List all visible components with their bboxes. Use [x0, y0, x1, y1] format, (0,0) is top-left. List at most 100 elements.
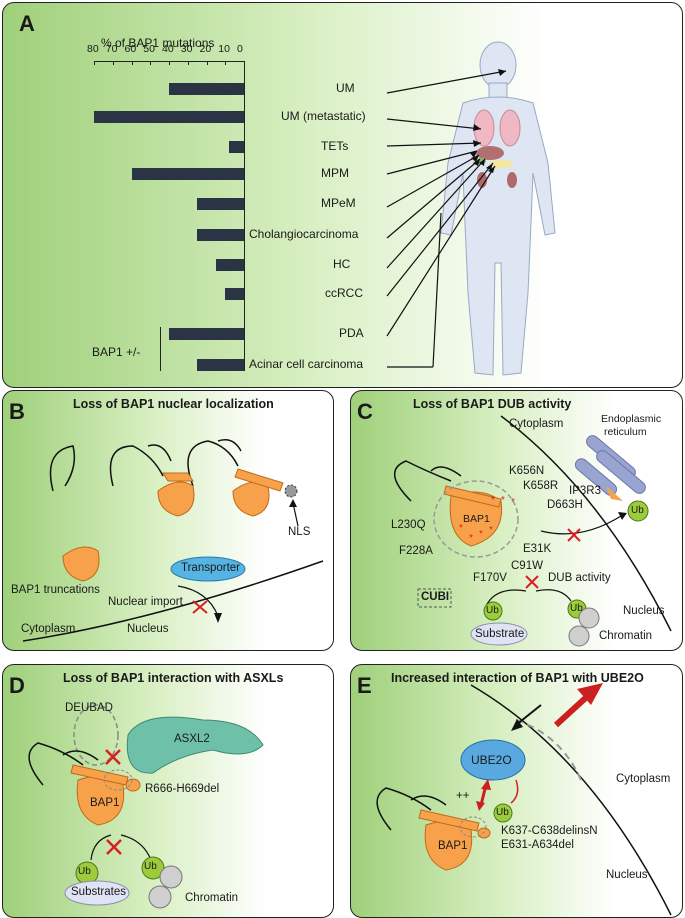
category-label: UM — [336, 81, 355, 95]
ub-label: Ub — [496, 807, 509, 818]
panel-c-diagram: *** **** — [394, 415, 672, 647]
dub-label: DUB activity — [548, 572, 611, 584]
category-label: HC — [333, 257, 351, 271]
panel-b-letter: B — [9, 399, 25, 424]
panel-b-title: Loss of BAP1 nuclear localization — [73, 397, 274, 411]
organs — [473, 109, 521, 188]
svg-text:*: * — [489, 525, 493, 536]
cytoplasm-label: Cytoplasm — [21, 623, 76, 635]
category-label: PDA — [339, 326, 364, 340]
cubi-label: CUBI — [421, 591, 450, 603]
mutation-label: C91W — [511, 560, 543, 572]
asxl-label: ASXL2 — [174, 733, 210, 745]
mutation-label: F170V — [473, 572, 507, 584]
ub-label-2: Ub — [144, 861, 157, 872]
category-label: TETs — [321, 139, 349, 153]
er-label-2: reticulum — [604, 426, 647, 438]
tick-mark — [131, 61, 133, 65]
bar-hc — [215, 259, 244, 271]
category-label: Acinar cell carcinoma — [249, 357, 364, 371]
tick-label: 50 — [143, 43, 155, 55]
tick-label: 40 — [162, 43, 174, 55]
tick-label: 80 — [87, 43, 99, 55]
bar-mpm — [131, 168, 244, 180]
panel-b-diagram — [22, 439, 324, 642]
svg-text:*: * — [501, 495, 505, 506]
nls-label: NLS — [288, 526, 311, 538]
ub-label-1: Ub — [486, 605, 499, 616]
category-label: MPeM — [321, 196, 356, 210]
mutation-label: K656N — [509, 465, 545, 477]
panel-b: B Loss of BAP1 nuclear localization NLS … — [2, 390, 334, 651]
tick-label: 60 — [124, 43, 137, 55]
ub-label-2: Ub — [570, 603, 583, 614]
bap1-trunc-shape-3 — [62, 546, 100, 582]
panel-c-letter: C — [357, 399, 373, 424]
bap1-label: BAP1 — [463, 513, 490, 525]
substrates-label: Substrates — [71, 886, 126, 898]
panel-d: D Loss of BAP1 interaction with ASXLs DE… — [2, 664, 334, 918]
panel-e-title: Increased interaction of BAP1 with UBE2O — [391, 671, 644, 685]
tick-mark — [150, 61, 152, 65]
axis-title: % of BAP1 mutations — [101, 36, 215, 50]
panel-d-diagram — [28, 704, 264, 909]
svg-text:*: * — [511, 497, 515, 508]
tick-label: 70 — [105, 43, 118, 55]
mutation-label-1: K637-C638delinsN — [501, 825, 598, 837]
nucleus-label: Nucleus — [623, 605, 665, 617]
bar-acinar-cell-carcinoma — [197, 359, 244, 371]
nuclear-import-label: Nuclear import — [108, 596, 183, 608]
nucleus-label: Nucleus — [606, 869, 648, 881]
category-label: ccRCC — [325, 286, 363, 300]
svg-text:*: * — [459, 523, 463, 534]
tick-label: 30 — [180, 43, 193, 55]
bap1-group-bracket — [160, 327, 161, 371]
mutation-label: L230Q — [391, 519, 426, 531]
panel-c: C Loss of BAP1 DUB activity *** **** — [350, 390, 683, 651]
panel-d-title: Loss of BAP1 interaction with ASXLs — [63, 671, 284, 685]
mutation-label: K658R — [523, 480, 559, 492]
cytoplasm-label: Cytoplasm — [616, 773, 671, 785]
bar-mpem — [197, 198, 244, 210]
transporter-label: Transporter — [181, 562, 241, 574]
chromatin-label: Chromatin — [185, 892, 239, 904]
er-label: Endoplasmic — [601, 413, 662, 425]
bar-cholangiocarcinoma — [197, 229, 244, 241]
svg-text:*: * — [491, 495, 495, 506]
y-axis-line — [244, 61, 245, 371]
panel-d-letter: D — [9, 673, 25, 698]
bap1-label: BAP1 — [90, 797, 120, 809]
bar-tets — [229, 141, 244, 153]
bar-ccrcc — [225, 288, 244, 300]
tick-mark — [225, 61, 227, 65]
substrate-label: Substrate — [475, 628, 525, 640]
bar-um — [169, 83, 244, 95]
tick-mark — [169, 61, 170, 65]
tick-mark — [206, 61, 208, 65]
plusplus-label: ++ — [456, 790, 470, 802]
tick-label: 10 — [218, 43, 230, 55]
tick-mark — [244, 61, 245, 65]
mutation-stars: *** **** — [459, 495, 515, 544]
ube2o-label: UBE2O — [471, 753, 512, 767]
ip3r3-label: IP3R3 — [569, 485, 601, 497]
tick-label: 20 — [199, 43, 212, 55]
mutation-label-2: E631-A634del — [501, 839, 574, 851]
category-label: MPM — [321, 166, 349, 180]
panel-e-letter: E — [357, 673, 372, 698]
panel-e: E Increased interaction of BAP1 with UBE… — [350, 664, 683, 918]
mutation-label: D663H — [547, 499, 583, 511]
nucleus-label: Nucleus — [127, 623, 169, 635]
bar-um-metastatic- — [94, 111, 244, 123]
body-figure — [386, 41, 556, 376]
mutation-label: F228A — [399, 545, 433, 557]
deubad-label: DEUBAD — [65, 702, 113, 714]
cytoplasm-label: Cytoplasm — [509, 418, 564, 430]
mutation-label: E31K — [523, 543, 552, 555]
tick-label: 0 — [237, 43, 243, 55]
tick-mark — [187, 61, 189, 65]
arrow-heads — [470, 69, 506, 173]
category-label: UM (metastatic) — [281, 109, 366, 123]
leader-lines — [386, 70, 507, 368]
svg-text:*: * — [479, 529, 483, 540]
